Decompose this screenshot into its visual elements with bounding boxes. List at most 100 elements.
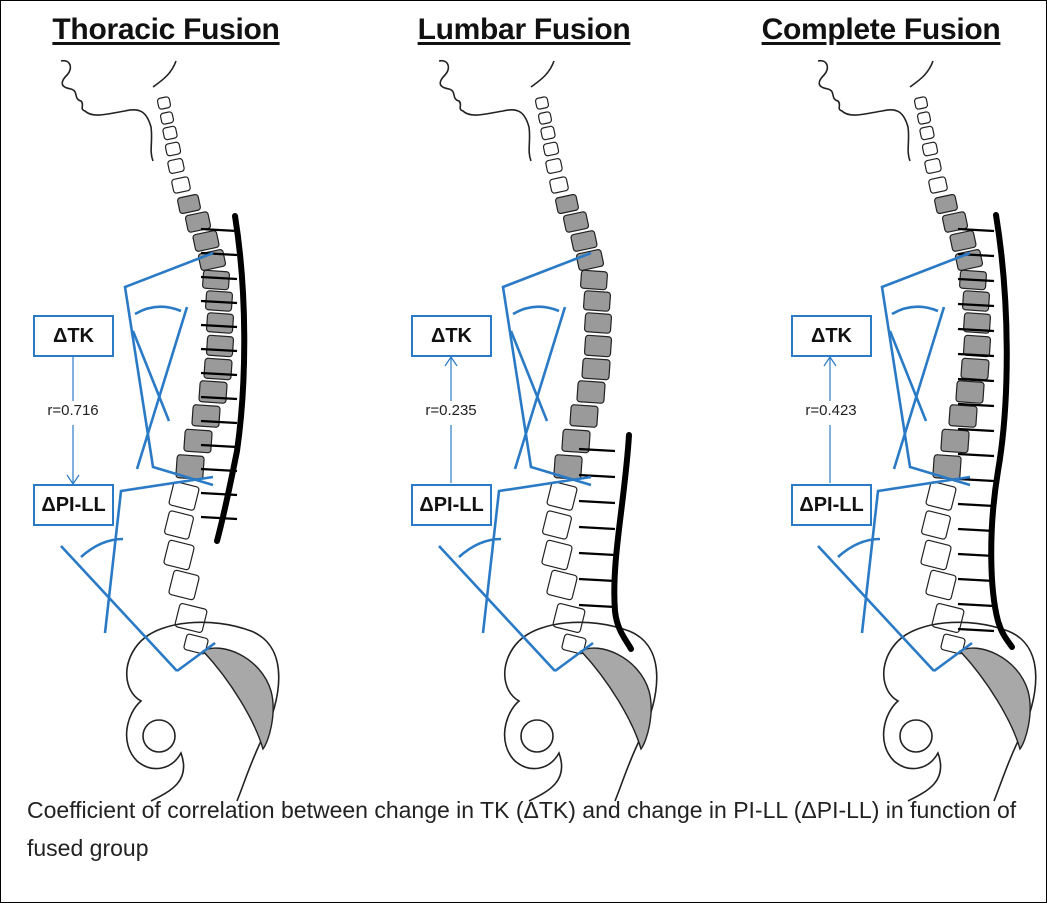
vertebra bbox=[920, 540, 951, 571]
pedicle-screw bbox=[579, 501, 615, 503]
vertebra bbox=[584, 335, 611, 357]
vertebra bbox=[570, 405, 598, 428]
pedicle-screw bbox=[958, 504, 994, 506]
panel-title-complete: Complete Fusion bbox=[716, 13, 1046, 47]
pedicle-screw bbox=[579, 579, 615, 581]
face-outline bbox=[818, 61, 910, 161]
vertebra bbox=[545, 158, 562, 174]
pedicle-screw bbox=[201, 493, 237, 495]
vertebra bbox=[157, 96, 171, 109]
pedicle-screw bbox=[958, 629, 994, 631]
ll-angle-arc bbox=[459, 539, 501, 557]
tk-measure-line bbox=[894, 307, 944, 469]
vertebra bbox=[962, 291, 989, 312]
pedicle-screw bbox=[958, 454, 994, 456]
pedicle-screw bbox=[201, 229, 237, 231]
vertebra bbox=[934, 194, 958, 214]
vertebra bbox=[175, 603, 208, 633]
vertebra bbox=[961, 358, 989, 380]
skull-outline bbox=[531, 61, 554, 87]
vertebra bbox=[925, 570, 956, 601]
sacrum bbox=[203, 648, 273, 749]
delta-tk-box-complete: ΔTK bbox=[791, 315, 872, 357]
vertebra bbox=[546, 570, 577, 601]
vertebra bbox=[543, 142, 559, 157]
vertebra bbox=[583, 291, 610, 312]
vertebra bbox=[914, 96, 928, 109]
vertebra bbox=[206, 313, 233, 334]
vertebra bbox=[924, 158, 941, 174]
sacrum bbox=[960, 648, 1030, 749]
vertebra bbox=[160, 111, 174, 124]
vertebra bbox=[919, 126, 934, 140]
vertebra bbox=[202, 270, 229, 290]
spine-panel-thoracic bbox=[61, 61, 279, 801]
tk-angle-arc bbox=[892, 307, 938, 314]
delta-tk-box-lumbar: ΔTK bbox=[411, 315, 492, 357]
vertebra bbox=[580, 270, 607, 290]
vertebra bbox=[584, 313, 611, 334]
vertebra bbox=[163, 540, 194, 571]
delta-pill-box-thoracic: ΔPI-LL bbox=[33, 484, 114, 526]
ll-angle-arc bbox=[81, 539, 123, 557]
pedicle-screw bbox=[958, 604, 994, 606]
vertebra bbox=[168, 570, 199, 601]
ll-angle-arc bbox=[838, 539, 880, 557]
vertebra bbox=[535, 96, 549, 109]
fusion-rod bbox=[614, 435, 631, 649]
vertebra bbox=[171, 176, 191, 193]
femoral-head bbox=[143, 720, 175, 752]
vertebra bbox=[204, 358, 232, 380]
vertebra bbox=[922, 142, 938, 157]
face-outline bbox=[61, 61, 153, 161]
vertebra bbox=[538, 111, 552, 124]
vertebra bbox=[577, 381, 605, 404]
pedicle-screw bbox=[579, 605, 615, 607]
vertebra bbox=[541, 540, 572, 571]
vertebra bbox=[168, 481, 199, 511]
ll-measure-line bbox=[61, 546, 177, 671]
vertebra bbox=[192, 230, 219, 252]
vertebra bbox=[553, 603, 586, 633]
femoral-head bbox=[900, 720, 932, 752]
r-value-lumbar: r=0.235 bbox=[409, 402, 493, 419]
vertebra bbox=[540, 126, 555, 140]
vertebra bbox=[184, 429, 212, 453]
vertebra bbox=[570, 230, 597, 252]
vertebra bbox=[956, 381, 984, 404]
pedicle-screw bbox=[201, 517, 237, 519]
vertebra bbox=[563, 211, 589, 232]
vertebra bbox=[546, 481, 577, 511]
pedicle-screw bbox=[958, 529, 994, 531]
vertebra bbox=[555, 194, 579, 214]
panel-title-thoracic: Thoracic Fusion bbox=[1, 13, 331, 47]
pedicle-screw bbox=[579, 553, 615, 555]
ll-measure-line bbox=[818, 546, 934, 671]
face-outline bbox=[439, 61, 531, 161]
vertebra bbox=[167, 158, 184, 174]
vertebra bbox=[549, 176, 569, 193]
tk-measure-line bbox=[137, 307, 187, 469]
delta-tk-box-thoracic: ΔTK bbox=[33, 315, 114, 357]
vertebra bbox=[162, 126, 177, 140]
vertebra bbox=[165, 142, 181, 157]
vertebra bbox=[164, 510, 194, 539]
vertebra bbox=[206, 335, 233, 357]
pedicle-screw bbox=[958, 579, 994, 581]
vertebra bbox=[582, 358, 610, 380]
vertebra bbox=[925, 481, 956, 511]
fusion-rod bbox=[991, 215, 1012, 647]
ll-measure-line bbox=[439, 546, 555, 671]
delta-pill-box-complete: ΔPI-LL bbox=[791, 484, 872, 526]
vertebra bbox=[192, 405, 220, 428]
tk-measure-line bbox=[515, 307, 565, 469]
femoral-head bbox=[521, 720, 553, 752]
spine-panel-lumbar bbox=[439, 61, 657, 801]
vertebra bbox=[921, 510, 951, 539]
r-value-thoracic: r=0.716 bbox=[31, 402, 115, 419]
tk-angle-arc bbox=[513, 307, 559, 314]
pedicle-screw bbox=[958, 229, 994, 231]
pedicle-screw bbox=[579, 527, 615, 529]
skull-outline bbox=[910, 61, 933, 87]
